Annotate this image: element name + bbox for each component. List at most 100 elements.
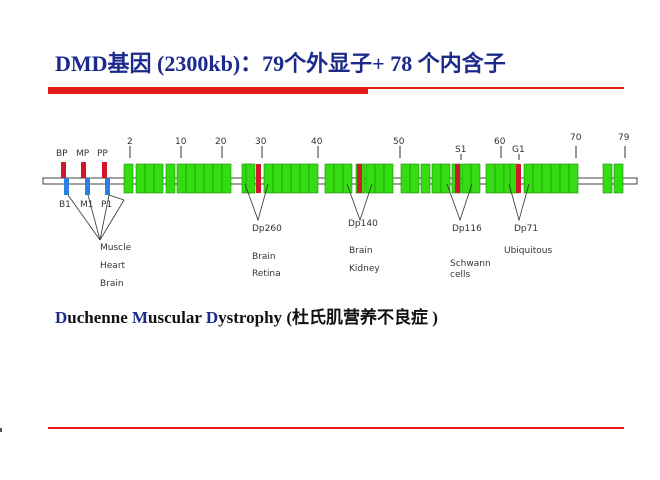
exon-block: [420, 163, 431, 194]
exon-block: [333, 163, 344, 194]
disease-initial-d2: D: [205, 308, 219, 327]
exon-block: [272, 163, 283, 194]
promoter-s1-marker: [455, 164, 460, 193]
exon-block: [176, 163, 187, 194]
exon-block: [568, 163, 579, 194]
exon-number-10: 10: [175, 137, 187, 147]
exon-number-30: 30: [255, 137, 267, 147]
promoter-dp140-marker: [357, 164, 362, 193]
exon-number-60: 60: [494, 137, 506, 147]
exon-block: [523, 163, 534, 194]
exon-number-20: 20: [215, 137, 227, 147]
exon-number-79: 79: [618, 133, 630, 143]
exon-number-2: 2: [127, 137, 133, 147]
exon-block: [324, 163, 335, 194]
isoform-dp116-name: Dp116: [452, 224, 482, 234]
exon-blocks: [123, 163, 624, 194]
promoter-p1-marker: [105, 178, 110, 195]
edge-mark: [0, 428, 2, 432]
disease-initial-d: D: [55, 308, 68, 327]
title-underline-thick: [48, 87, 368, 94]
exon-number-40: 40: [311, 137, 323, 147]
exon-block: [431, 163, 442, 194]
exon-block: [494, 163, 505, 194]
disease-initial-m: M: [132, 308, 149, 327]
promoter-label-m1: M1: [80, 200, 94, 210]
exon-block: [263, 163, 274, 194]
exon-ticks: [129, 146, 626, 160]
exon-block: [290, 163, 301, 194]
full-length-connectors: [67, 194, 125, 241]
disease-word-dystrophy: ystrophy: [218, 308, 283, 327]
isoform-dp116-tissue-2: cells: [450, 270, 470, 280]
promoter-label-b1: B1: [59, 200, 71, 210]
exon-block: [123, 163, 134, 194]
exon-block: [541, 163, 552, 194]
exon-block: [440, 163, 451, 194]
exon-block: [485, 163, 496, 194]
exon-block: [613, 163, 624, 194]
disease-word-muscular: uscular: [148, 308, 206, 327]
exon-block: [550, 163, 561, 194]
promoter-bp-marker: [61, 162, 66, 178]
exon-block: [461, 163, 472, 194]
exon-block: [212, 163, 223, 194]
exon-block: [194, 163, 205, 194]
exon-block: [308, 163, 319, 194]
isoform-dp116-tissue-1: Schwann: [450, 259, 491, 269]
exon-block: [281, 163, 292, 194]
tissue-heart: Heart: [100, 261, 126, 271]
disease-word-duchenne: uchenne: [67, 308, 132, 327]
isoform-dp71-tissue-1: Ubiquitous: [504, 246, 552, 256]
exon-block: [342, 163, 353, 194]
promoter-mp-marker: [81, 162, 86, 178]
footer-rule: [48, 427, 624, 429]
dmd-gene-diagram: 2 10 20 30 40 50 60 70 79 BP MP PP S1 G1…: [42, 133, 638, 289]
promoter-m1-marker: [85, 178, 90, 195]
isoform-dp260-name: Dp260: [252, 224, 282, 234]
isoform-connectors: [244, 183, 530, 222]
title-underline-thin: [368, 87, 624, 89]
promoter-b1-marker: [64, 178, 69, 195]
disease-name: Duchenne Muscular Dystrophy (杜氏肌营养不良症 ): [55, 303, 615, 328]
exon-block: [470, 163, 481, 194]
exon-block: [299, 163, 310, 194]
disease-chinese-name: (杜氏肌营养不良症 ): [282, 308, 438, 327]
exon-block: [203, 163, 214, 194]
exon-block: [400, 163, 411, 194]
exon-block: [532, 163, 543, 194]
exon-block: [144, 163, 155, 194]
promoter-g1-marker: [516, 164, 521, 193]
promoter-label-s1: S1: [455, 145, 466, 155]
promoter-pp-marker: [102, 162, 107, 178]
isoform-dp71-name: Dp71: [514, 224, 538, 234]
slide-title: DMD基因 (2300kb)：79个外显子+ 78 个内含子: [55, 51, 506, 76]
exon-number-70: 70: [570, 133, 582, 143]
exon-block: [559, 163, 570, 194]
exon-block: [374, 163, 385, 194]
isoform-dp140-tissue-2: Kidney: [349, 264, 380, 274]
tissue-muscle: Muscle: [100, 243, 132, 253]
promoter-label-bp: BP: [56, 149, 68, 159]
exon-block: [165, 163, 176, 194]
promoter-label-g1: G1: [512, 145, 525, 155]
isoform-dp260-tissue-2: Retina: [252, 269, 281, 279]
exon-block: [185, 163, 196, 194]
exon-block: [602, 163, 613, 194]
exon-number-50: 50: [393, 137, 405, 147]
exon-block: [153, 163, 164, 194]
exon-block: [135, 163, 146, 194]
exon-block: [221, 163, 232, 194]
exon-block: [409, 163, 420, 194]
promoter-label-p1: P1: [101, 200, 112, 210]
promoter-label-mp: MP: [76, 149, 90, 159]
isoform-dp140-tissue-1: Brain: [349, 246, 373, 256]
exon-block: [245, 163, 256, 194]
isoform-dp260-tissue-1: Brain: [252, 252, 276, 262]
exon-block: [383, 163, 394, 194]
tissue-brain: Brain: [100, 279, 124, 289]
promoter-label-pp: PP: [97, 149, 108, 159]
isoform-dp140-name: Dp140: [348, 219, 378, 229]
promoter-dp260-marker: [256, 164, 261, 193]
